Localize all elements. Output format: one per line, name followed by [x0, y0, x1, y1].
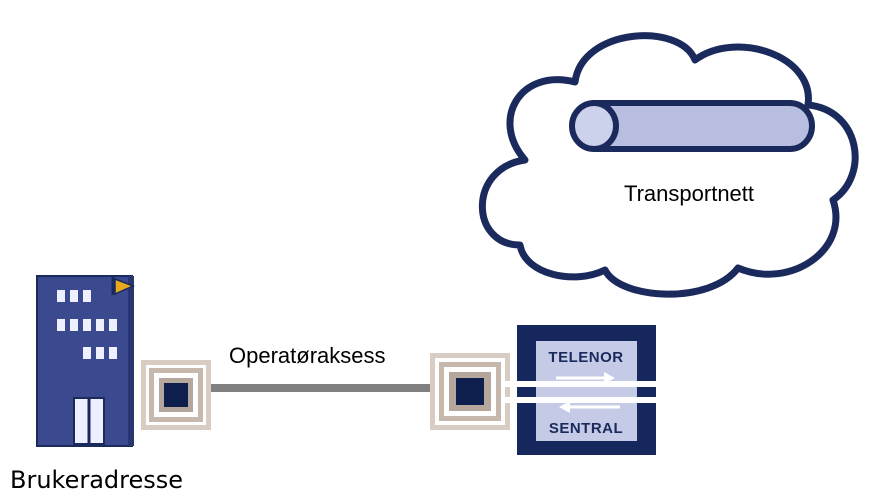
building-windows [57, 290, 117, 359]
office-building-icon [36, 275, 135, 447]
link-label: Operatøraksess [229, 343, 386, 368]
exchange-label-line2: SENTRAL [549, 420, 623, 437]
telenor-exchange-icon: TELENOR SENTRAL [505, 325, 665, 455]
user-terminal-icon [141, 360, 211, 430]
building-label: Brukeradresse [10, 466, 183, 491]
transport-pipe-icon [569, 100, 815, 152]
exchange-arrows-icon [556, 372, 620, 413]
access-link-line [196, 384, 436, 392]
cloud-label: Transportnett [624, 181, 754, 206]
exchange-terminal-icon [430, 353, 510, 430]
building-door [73, 397, 105, 445]
cloud-shape [478, 32, 859, 298]
transport-network-cloud: Transportnett [478, 32, 859, 298]
flag-icon [114, 277, 135, 296]
exchange-label-line1: TELENOR [548, 349, 623, 366]
